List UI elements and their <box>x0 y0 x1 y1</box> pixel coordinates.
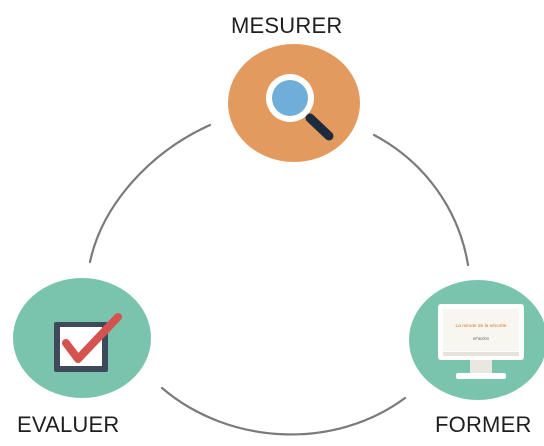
label-evaluer: EVALUER <box>17 412 120 437</box>
arc-evaluer-former <box>160 386 407 436</box>
node-mesurer <box>228 44 360 162</box>
checkbox-icon <box>54 313 122 372</box>
label-mesurer: MESURER <box>231 13 343 38</box>
node-former: La minute de la sécurité eFaction <box>409 280 544 400</box>
monitor-icon: La minute de la sécurité eFaction <box>438 304 524 379</box>
magnifier-icon <box>266 74 334 141</box>
node-evaluer <box>13 278 151 398</box>
screen-logo: eFaction <box>473 336 490 341</box>
screen-title: La minute de la sécurité <box>456 323 507 329</box>
label-former: FORMER <box>435 412 532 437</box>
arc-mesurer-former <box>372 133 470 267</box>
arc-evaluer-mesurer <box>88 123 212 264</box>
